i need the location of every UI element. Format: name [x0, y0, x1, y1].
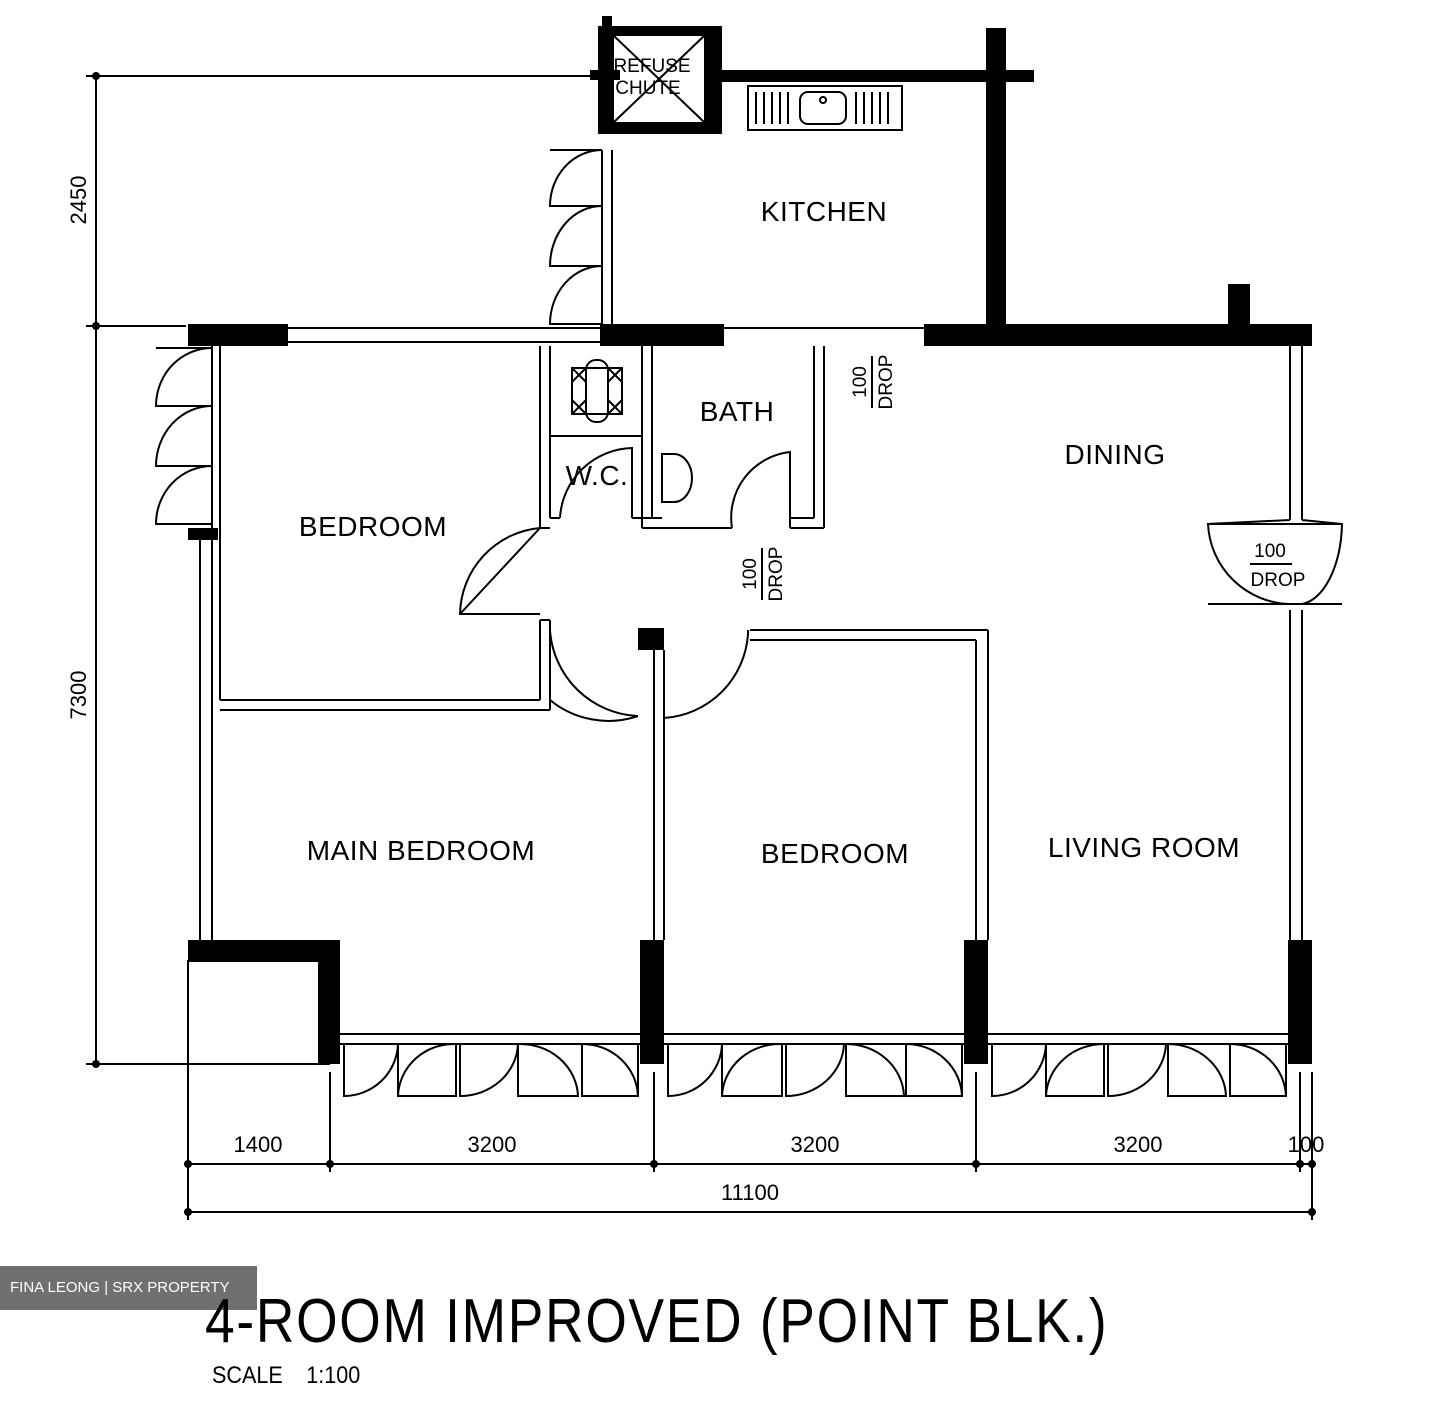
room-label-dining: DINING: [1065, 439, 1166, 470]
dim-vertical-top: 2450: [66, 176, 91, 225]
drop-marker-bath: 100 DROP: [740, 547, 787, 602]
drop-kitchen-label: DROP: [876, 355, 897, 410]
scale-row: SCALE 1:100: [212, 1362, 360, 1390]
drop-marker-entrance: 100 DROP: [1250, 541, 1305, 591]
partition-walls: [199, 150, 1303, 940]
drop-bath-label: DROP: [766, 547, 787, 602]
dim-segment-5: 100: [1288, 1132, 1325, 1157]
structural-walls: [188, 16, 1312, 1064]
toilet-icon: [661, 453, 693, 503]
doors: [154, 149, 1344, 722]
room-label-living-room: LIVING ROOM: [1048, 832, 1240, 863]
scale-label: SCALE: [212, 1362, 283, 1389]
dim-overall: 11100: [721, 1180, 779, 1205]
refuse-chute-label-line2: CHUTE: [615, 78, 680, 99]
room-label-bedroom-2: BEDROOM: [761, 838, 909, 869]
dim-vertical-main: 7300: [66, 671, 91, 720]
plan-title: 4-ROOM IMPROVED (POINT BLK.): [205, 1287, 1109, 1356]
refuse-chute-label-line1: REFUSE: [613, 56, 690, 77]
shower-fixture-icon: [571, 359, 623, 423]
dim-segment-3: 3200: [791, 1132, 840, 1157]
bottom-windows: [340, 1033, 1288, 1098]
drop-entrance-value: 100: [1254, 541, 1286, 562]
drop-kitchen-value: 100: [850, 366, 871, 398]
room-label-bath: BATH: [700, 396, 775, 427]
drop-entrance-label: DROP: [1251, 570, 1306, 591]
dim-segment-1: 1400: [234, 1132, 283, 1157]
dim-segment-2: 3200: [468, 1132, 517, 1157]
dimension-lines: [86, 72, 1316, 1220]
room-label-kitchen: KITCHEN: [761, 196, 887, 227]
dim-segment-4: 3200: [1114, 1132, 1163, 1157]
room-label-wc: W.C.: [566, 460, 629, 491]
room-label-main-bedroom: MAIN BEDROOM: [307, 835, 535, 866]
room-label-bedroom-1: BEDROOM: [299, 511, 447, 542]
kitchen-sink-icon: [747, 85, 903, 131]
watermark: FINA LEONG | SRX PROPERTY: [0, 1266, 257, 1310]
refuse-chute: [613, 35, 705, 123]
drop-bath-value: 100: [740, 558, 761, 590]
drop-marker-kitchen: 100 DROP: [850, 355, 897, 410]
scale-value: 1:100: [306, 1362, 361, 1389]
